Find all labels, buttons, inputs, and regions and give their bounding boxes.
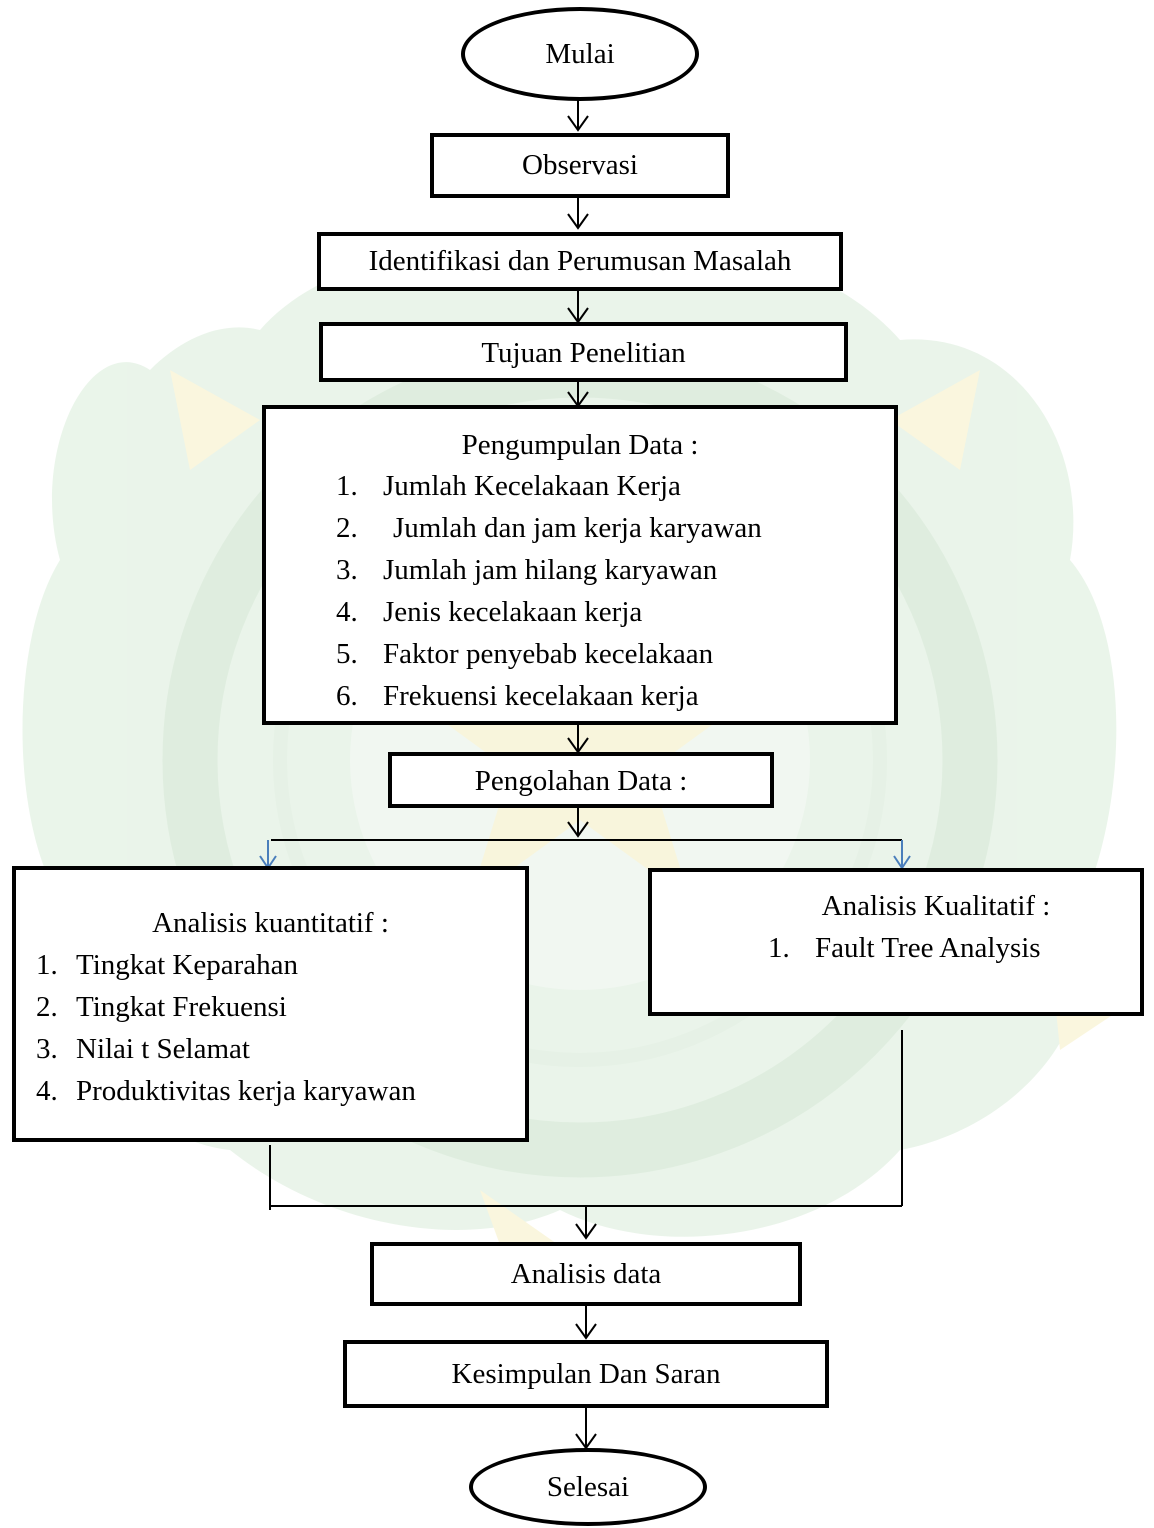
qualitative-item: 1.Fault Tree Analysis (768, 932, 1041, 964)
data-collection-item: 3.Jumlah jam hilang karyawan (336, 554, 718, 586)
quantitative-title: Analisis kuantitatif : (152, 907, 389, 939)
data-collection-item: 5.Faktor penyebab kecelakaan (336, 638, 714, 670)
qualitative-title: Analisis Kualitatif : (821, 890, 1051, 922)
step-tujuan: Tujuan Penelitian (319, 322, 848, 382)
data-collection-box: Pengumpulan Data : 1.Jumlah Kecelakaan K… (262, 405, 898, 725)
qualitative-analysis-box: Analisis Kualitatif : 1.Fault Tree Analy… (648, 868, 1144, 1016)
quantitative-analysis-box: Analisis kuantitatif : 1.Tingkat Keparah… (12, 866, 529, 1142)
quantitative-item: 1.Tingkat Keparahan (36, 949, 299, 981)
data-collection-item: 6.Frekuensi kecelakaan kerja (336, 680, 699, 712)
step-kesimpulan: Kesimpulan Dan Saran (343, 1340, 829, 1408)
step-pengolahan-label: Pengolahan Data : (474, 765, 688, 797)
data-collection-item: 4.Jenis kecelakaan kerja (336, 596, 643, 628)
data-collection-title: Pengumpulan Data : (461, 429, 699, 461)
data-collection-item: 2.Jumlah dan jam kerja karyawan (336, 512, 762, 544)
step-observasi-label: Observasi (522, 149, 638, 181)
end-terminal: Selesai (469, 1448, 707, 1526)
step-analisis-data-label: Analisis data (510, 1257, 662, 1290)
quantitative-item: 3.Nilai t Selamat (36, 1033, 250, 1065)
step-tujuan-label: Tujuan Penelitian (481, 337, 686, 369)
step-identifikasi-label: Identifikasi dan Perumusan Masalah (368, 245, 792, 277)
step-kesimpulan-label: Kesimpulan Dan Saran (451, 1357, 721, 1390)
start-terminal: Mulai (461, 7, 699, 101)
quantitative-item: 2.Tingkat Frekuensi (36, 991, 287, 1023)
end-label: Selesai (546, 1470, 630, 1503)
quantitative-item: 4.Produktivitas kerja karyawan (36, 1075, 416, 1107)
step-pengolahan: Pengolahan Data : (388, 752, 774, 808)
step-identifikasi: Identifikasi dan Perumusan Masalah (317, 232, 843, 291)
data-collection-item: 1.Jumlah Kecelakaan Kerja (336, 470, 681, 502)
start-label: Mulai (545, 37, 615, 70)
step-analisis-data: Analisis data (370, 1242, 802, 1306)
step-observasi: Observasi (430, 133, 730, 198)
